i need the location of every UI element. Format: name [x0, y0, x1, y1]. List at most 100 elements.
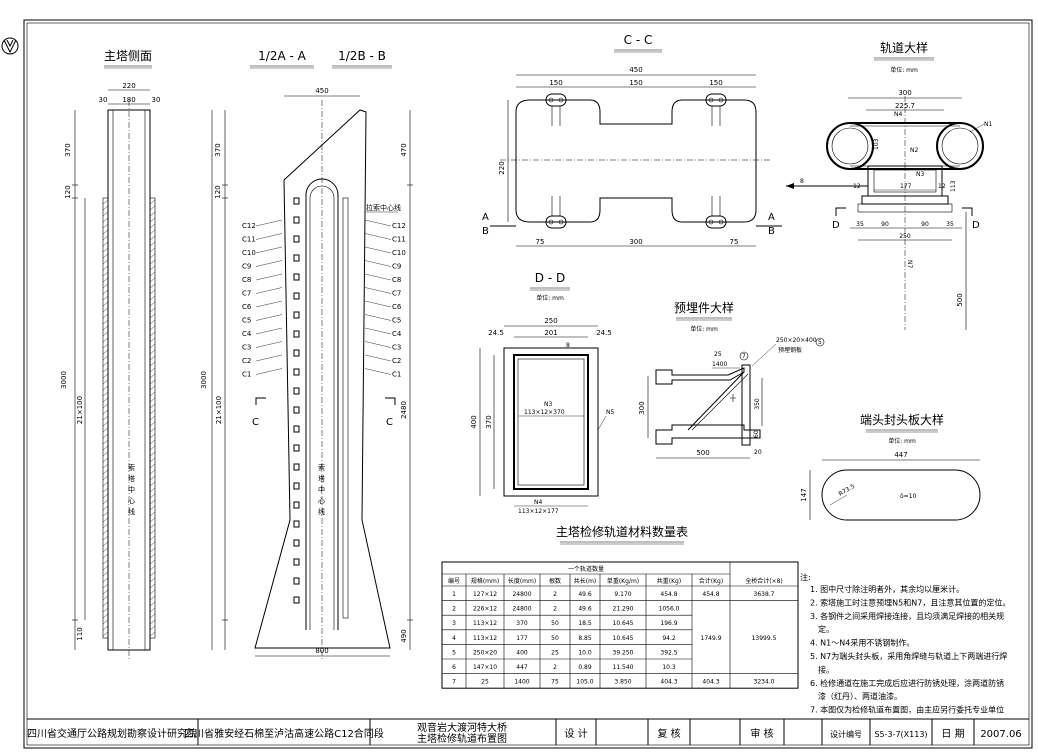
anchor-plate — [293, 482, 300, 490]
dd-n5: N5 — [606, 409, 614, 416]
table-cell: 7 — [452, 679, 456, 686]
table-subtotal: 454.8 — [702, 591, 719, 598]
embed-mark-5: 5 — [818, 339, 822, 346]
tb-review-label: 复 核 — [657, 727, 680, 740]
side-dim-220: 220 — [122, 82, 135, 90]
table-cell: 177 — [516, 635, 528, 642]
rail-dim-12b: 12 — [938, 183, 946, 190]
embedded-part-detail: 预埋件大样 单位: mm 25 1400 7 250×20×400 预埋钢板 5… — [638, 300, 825, 459]
table-cell: 24800 — [512, 606, 531, 613]
tb-drawing-no: S5-3-7(X113) — [874, 730, 927, 739]
inner-frame — [26, 22, 1030, 746]
table-cell: 1 — [452, 591, 456, 598]
table-cell: 392.5 — [660, 649, 677, 656]
endplate-dim-447: 447 — [894, 451, 907, 459]
rail-dim-250: 250 — [899, 233, 911, 240]
table-cell: 21.290 — [613, 606, 634, 613]
dd-dim-400: 400 — [470, 415, 478, 428]
anchor-plate — [293, 216, 300, 224]
note-line: 1. 图中尺寸除注明者外，其余均以厘米计。 — [810, 584, 964, 594]
cable-label-right: C4 — [392, 330, 402, 338]
cable-label-right: C7 — [392, 290, 401, 298]
tb-institute: 四川省交通厅公路规划勘察设计研究院 — [27, 727, 197, 740]
notes: 注: 1. 图中尺寸除注明者外，其余均以厘米计。2. 索塔施工时注意预埋N5和N… — [800, 572, 1010, 715]
table-cell: 8.85 — [578, 635, 592, 642]
front-dim-490: 490 — [400, 629, 408, 642]
table-header: 规格(mm) — [471, 577, 499, 585]
rail-dim-8: 8 — [800, 178, 804, 185]
cc-mark-a-left: A — [482, 212, 489, 223]
front-dim-21x100: 21×100 — [215, 396, 223, 424]
anchor-plate — [293, 520, 300, 528]
half-b-title: 1/2B - B — [338, 49, 386, 63]
table-group-header: 一个轨道数量 — [568, 565, 604, 573]
table-header: 编号 — [448, 577, 460, 585]
anchor-plate — [293, 387, 300, 395]
cc-dim-300: 300 — [629, 238, 642, 246]
table-cell: 370 — [516, 620, 528, 627]
dd-dim-201: 201 — [544, 329, 557, 337]
table-header: 根数 — [549, 577, 561, 585]
cable-label-left: C8 — [242, 276, 251, 284]
anchor-plate — [293, 425, 300, 433]
rail-dim-35b: 35 — [946, 221, 954, 228]
cc-dim-220: 220 — [498, 161, 506, 174]
endplate-title: 端头封头板大样 — [860, 412, 944, 427]
rail-label-n3: N3 — [916, 171, 924, 178]
cc-mark-b-right: B — [768, 226, 775, 237]
dd-dim-8: 8 — [566, 342, 570, 349]
table-cell: 1400 — [514, 679, 529, 686]
side-view-title: 主塔侧面 — [104, 49, 152, 63]
table-header: 长度(mm) — [508, 577, 536, 585]
tb-audit-label: 审 核 — [750, 727, 773, 740]
table-cell: 25 — [551, 649, 559, 656]
embed-dim-500: 500 — [696, 449, 709, 457]
cable-label-left: C9 — [242, 263, 251, 271]
note-line: 定。 — [818, 624, 834, 634]
rail-dim-12a: 12 — [853, 183, 861, 190]
cc-dim-150a: 150 — [549, 79, 562, 87]
embed-dim-1400: 1400 — [712, 361, 727, 368]
rail-dim-90b: 90 — [921, 221, 929, 228]
rail-detail: 轨道大样 单位: mm 300 225.7 8 103 177 12 12 11… — [786, 40, 992, 330]
front-view: 1/2A - A 1/2B - B 450 370 120 3000 21×10… — [200, 49, 413, 660]
table-header: 单重(Kg/m) — [607, 577, 639, 585]
cable-label-left: C10 — [242, 249, 256, 257]
rail-label-n2: N2 — [910, 147, 918, 154]
table-cell: 50 — [551, 620, 559, 627]
cc-dim-150b: 150 — [629, 79, 642, 87]
table-cell: 2 — [452, 606, 456, 613]
table-cell: 147×10 — [473, 664, 497, 671]
material-table: 主塔检修轨道材料数量表 一个轨道数量全桥合计(×8)编号规格(mm)长度(mm)… — [441, 524, 799, 689]
endplate-dim-147: 147 — [800, 488, 808, 501]
anchor-plate — [293, 577, 300, 585]
note-line: 2. 索塔施工时注意预埋N5和N7，且注意其位置的定位。 — [810, 597, 1010, 607]
table-header: 合计(Kg) — [699, 577, 723, 585]
embed-mark-5-icon — [815, 337, 825, 347]
table-cell: 6 — [452, 664, 456, 671]
side-dim-21x100: 21×100 — [76, 396, 84, 424]
side-dim-370: 370 — [64, 143, 72, 156]
section-dd: D - D 单位: mm 250 201 24.5 24.5 8 400 370… — [470, 271, 614, 515]
logo-icon — [1, 37, 19, 55]
table-cell: 2 — [553, 664, 557, 671]
note-line: 5. N7为端头封头板，采用角焊缝与轨道上下两端进行焊 — [810, 651, 1007, 661]
cc-title: C - C — [624, 33, 653, 47]
table-cell: 4 — [452, 635, 456, 642]
table-cell: 10.3 — [662, 664, 676, 671]
title-block: 四川省交通厅公路规划勘察设计研究院 四川省雅安经石棉至泸沽高速公路C12合同段 … — [27, 718, 1029, 745]
table-cell: 49.6 — [578, 591, 592, 598]
anchor-plate — [293, 235, 300, 243]
table-total: 3234.0 — [754, 679, 775, 686]
half-a-title: 1/2A - A — [258, 49, 306, 63]
cable-label-left: C12 — [242, 222, 256, 230]
cable-label-right: C6 — [392, 303, 402, 311]
tb-drawing-line1: 观音岩大渡河特大桥 — [417, 721, 507, 734]
section-mark-d-right: D — [972, 220, 980, 231]
anchor-plate — [293, 292, 300, 300]
cc-mark-a-right: A — [768, 212, 775, 223]
cable-label-left: C7 — [242, 290, 251, 298]
section-mark-d-left: D — [832, 220, 840, 231]
dd-n4: N4 — [534, 499, 542, 506]
